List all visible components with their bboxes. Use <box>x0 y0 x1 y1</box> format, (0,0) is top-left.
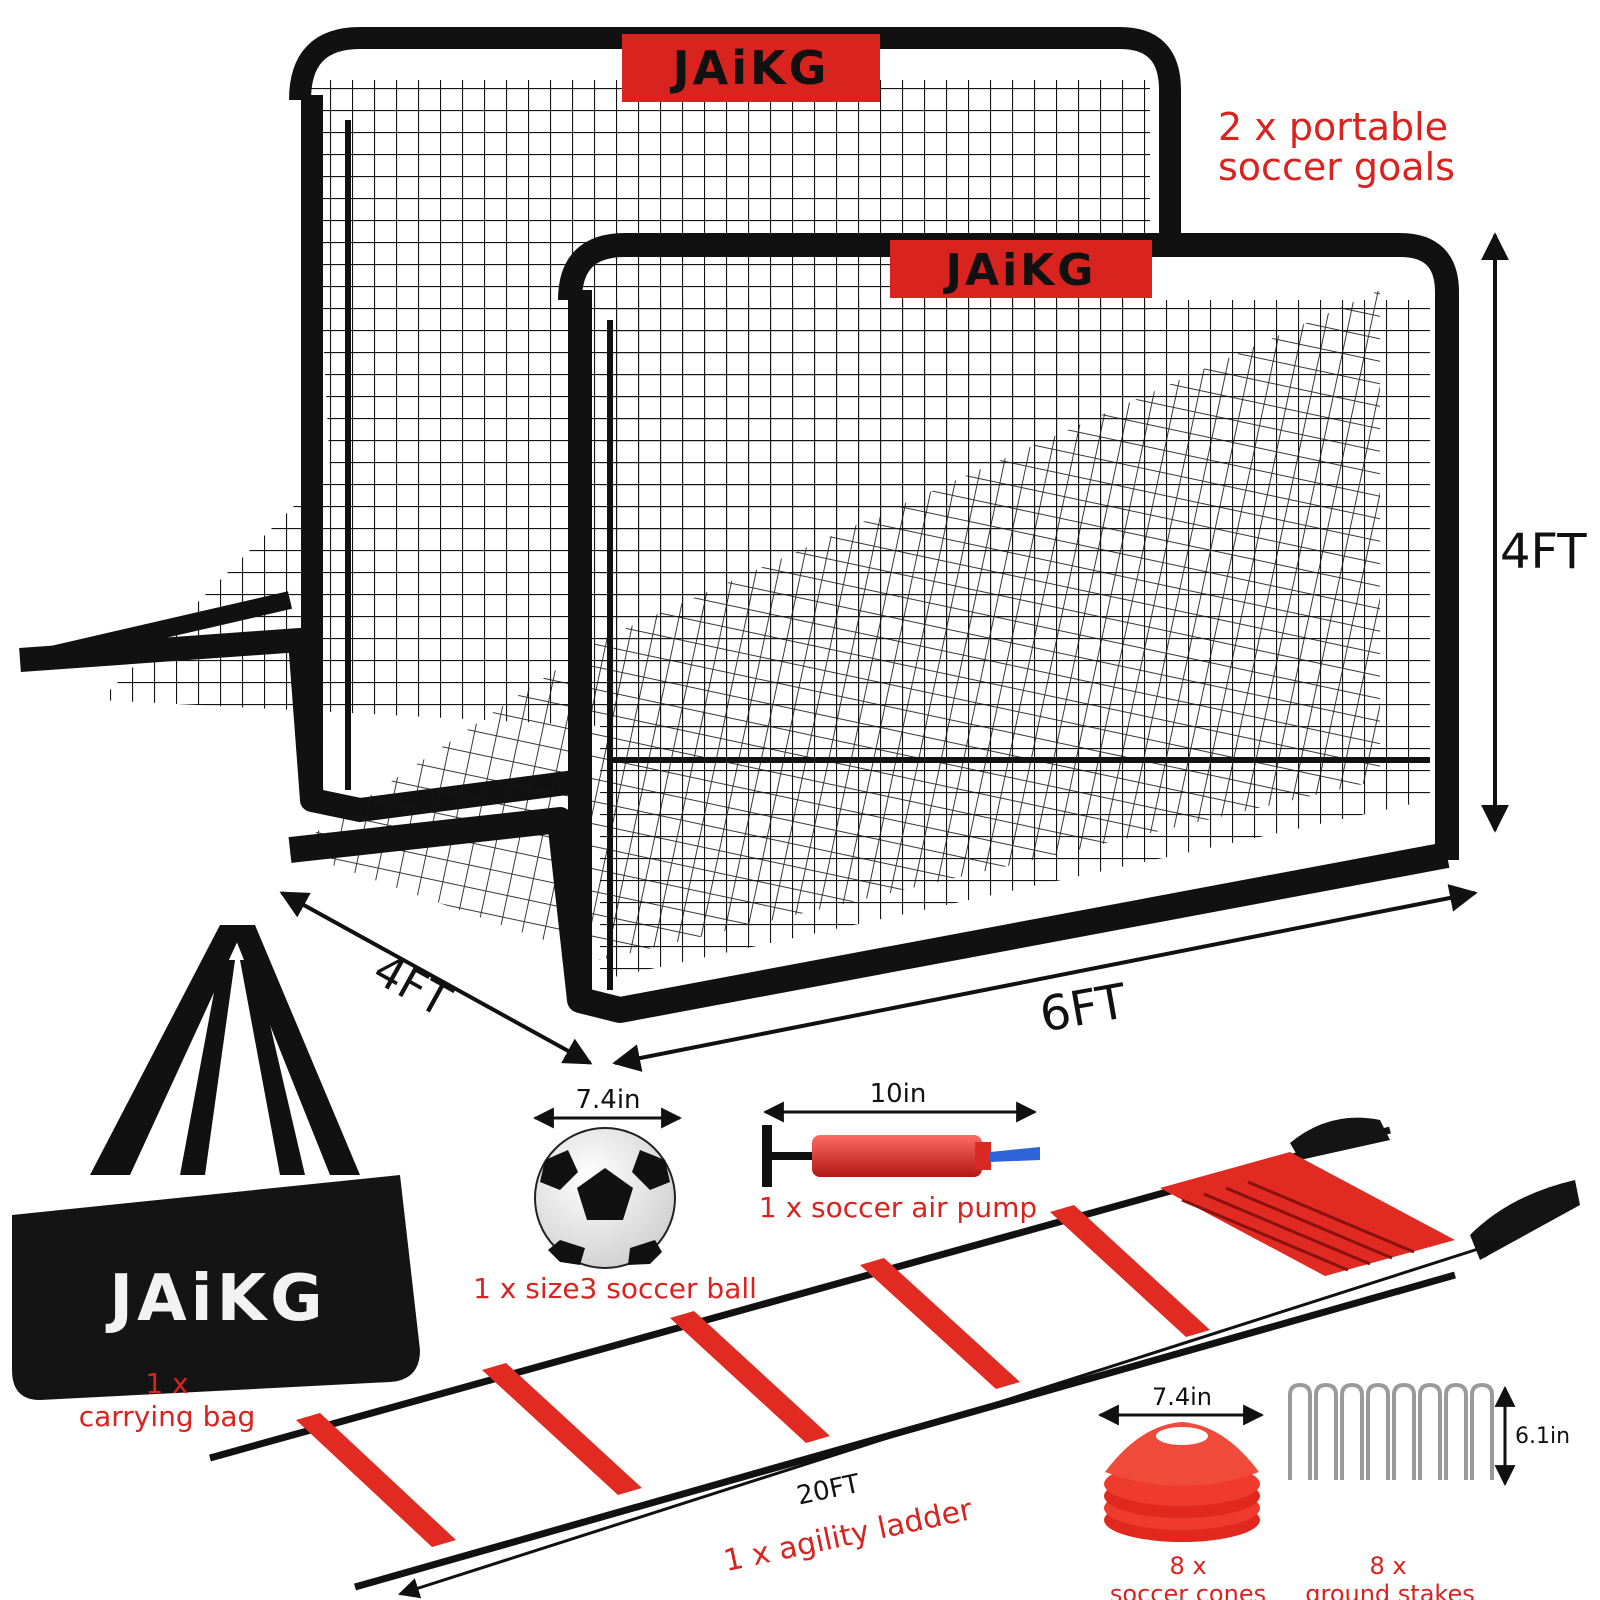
goal-front-frame-top <box>558 233 1459 860</box>
ball-size-label: 7.4in <box>575 1085 640 1115</box>
goal-height-label: 4FT <box>1500 524 1587 580</box>
bag-body <box>12 1175 420 1400</box>
ladder-rung <box>296 1413 456 1547</box>
ladder-rung <box>482 1363 642 1495</box>
ladder-rung <box>670 1311 830 1443</box>
stakes-size-label: 6.1in <box>1515 1424 1570 1449</box>
carrying-bag: JAiKG <box>12 925 420 1400</box>
pump-label: 1 x soccer air pump <box>759 1191 1037 1224</box>
goal-front: JAiKG <box>288 233 1459 1023</box>
cones-label-line1: 8 x <box>1169 1552 1206 1580</box>
ladder-folded-rungs <box>1160 1152 1455 1276</box>
stakes-label-line2: ground stakes <box>1305 1580 1474 1600</box>
ladder-length-label: 20FT <box>794 1469 862 1512</box>
bag-strap-left <box>90 925 245 1175</box>
width-dimension-arrow <box>612 884 1478 1072</box>
ladder-label: 1 x agility ladder <box>721 1492 976 1579</box>
bag-label-line1: 1 x <box>145 1367 188 1400</box>
goal-depth-label: 4FT <box>365 944 459 1027</box>
pump-size-label: 10in <box>870 1079 927 1109</box>
cones-size-label: 7.4in <box>1152 1383 1212 1411</box>
depth-dimension-arrow <box>279 891 593 1065</box>
goals-label-line2: soccer goals <box>1218 145 1455 189</box>
soccer-cones-icon <box>1104 1422 1260 1542</box>
cones-label-line2: soccer cones <box>1110 1580 1266 1600</box>
goal-front-brand-banner <box>890 240 1152 298</box>
bag-strap-right <box>230 925 360 1175</box>
ladder-rung <box>860 1258 1020 1389</box>
ladder-rung <box>1050 1205 1210 1337</box>
goals-label-line1: 2 x portable <box>1218 105 1448 149</box>
goal-back-brand-banner <box>622 34 880 102</box>
stakes-label-line1: 8 x <box>1369 1552 1406 1580</box>
goal-width-label: 6FT <box>1036 973 1132 1043</box>
soccer-ball-icon <box>534 1127 676 1269</box>
air-pump-icon <box>762 1125 1040 1187</box>
bag-logo: JAiKG <box>105 1262 326 1336</box>
goal-front-logo: JAiKG <box>943 245 1097 296</box>
ladder-dimension-arrow <box>397 1237 1503 1599</box>
ball-label: 1 x size3 soccer ball <box>473 1272 757 1305</box>
ground-stakes-icon <box>1288 1382 1494 1480</box>
bag-label-line2: carrying bag <box>79 1400 256 1433</box>
goal-back-logo: JAiKG <box>670 41 830 95</box>
